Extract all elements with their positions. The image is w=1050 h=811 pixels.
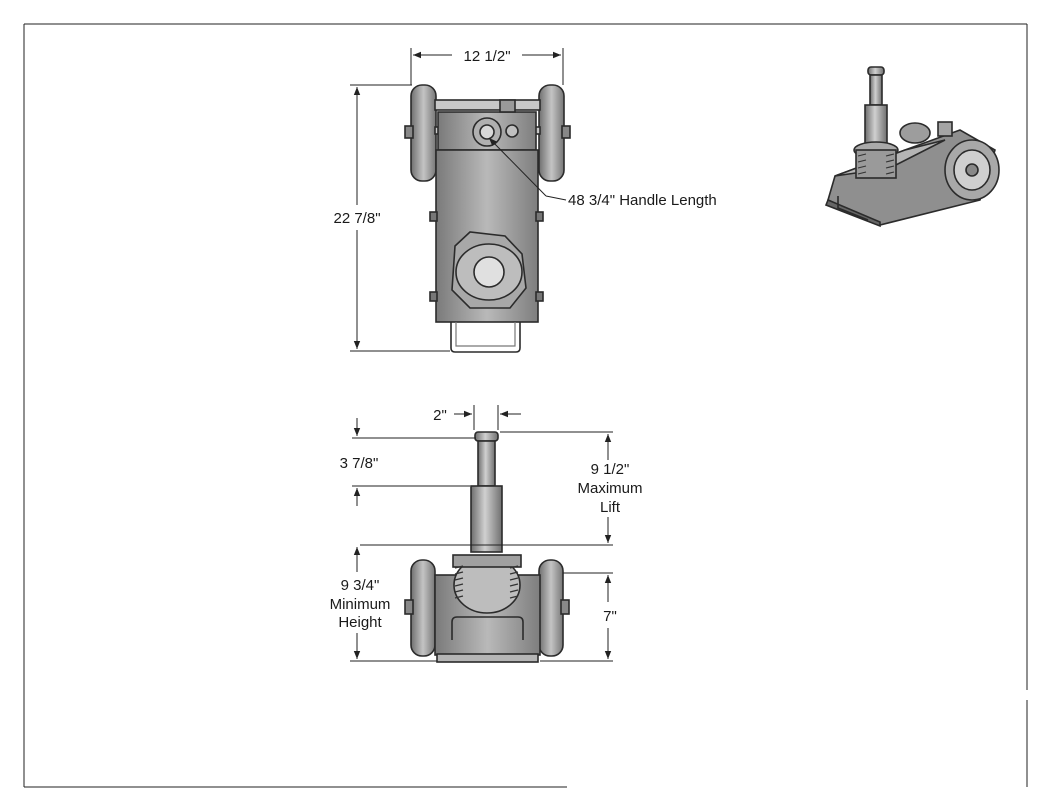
- side-left-wheel: [410, 559, 436, 657]
- max-lift-dimension: 9 1/2" Maximum Lift: [360, 431, 643, 546]
- side-right-wheel: [538, 559, 564, 657]
- top-right-wheel: [538, 84, 565, 182]
- width-label: 12 1/2": [463, 48, 510, 65]
- handle-length-label: 48 3/4" Handle Length: [568, 192, 717, 209]
- wheel-height-label: 7": [603, 608, 617, 625]
- isometric-jack: [824, 66, 1000, 228]
- wheel-height-dimension: 7": [540, 572, 617, 662]
- min-height-line-2: Minimum: [330, 596, 391, 613]
- saddle-width-dimension: 2": [433, 405, 521, 430]
- side-view-jack: [404, 431, 570, 663]
- length-label: 22 7/8": [333, 210, 380, 227]
- top-view-jack: [404, 84, 571, 353]
- min-height-line-3: Height: [338, 614, 382, 631]
- max-lift-line-3: Lift: [600, 499, 621, 516]
- top-length-dimension: 22 7/8": [333, 84, 450, 352]
- min-height-dimension: 9 3/4" Minimum Height: [330, 547, 437, 662]
- drawing-border: [23, 23, 1028, 788]
- min-height-line-1: 9 3/4": [341, 577, 380, 594]
- max-lift-line-1: 9 1/2": [591, 461, 630, 478]
- saddle-width-label: 2": [433, 407, 447, 424]
- extension-label: 3 7/8": [340, 455, 379, 472]
- max-lift-line-2: Maximum: [577, 480, 642, 497]
- top-width-dimension: 12 1/2": [410, 48, 564, 85]
- top-left-wheel: [410, 84, 437, 182]
- extension-dimension: 3 7/8": [340, 418, 476, 506]
- handle-length-callout: 48 3/4" Handle Length: [488, 137, 717, 209]
